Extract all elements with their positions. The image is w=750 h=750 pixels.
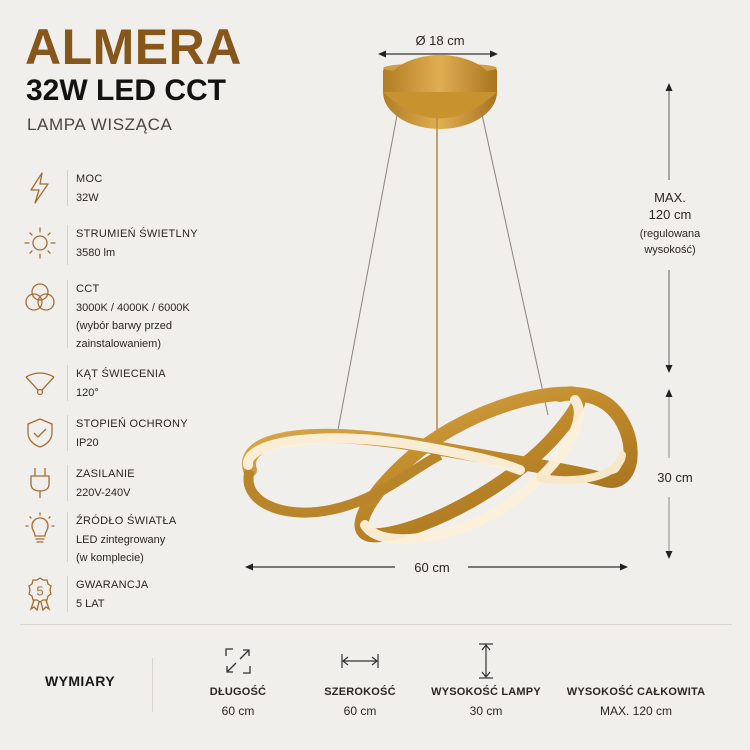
plug-icon (22, 465, 58, 501)
dimensions-title: WYMIARY (45, 673, 115, 689)
dimension-width: SZEROKOŚĆ 60 cm (290, 644, 430, 718)
lamp-height-arrow (665, 389, 673, 559)
max-height-label-1: MAX. (654, 190, 686, 205)
height-arrow-icon (416, 643, 556, 679)
lightning-icon (22, 170, 58, 206)
shield-check-icon (22, 415, 58, 451)
spec-beam-angle: KĄT ŚWIECENIA 120° (22, 365, 242, 405)
max-height-note-1: (regulowana (639, 228, 701, 240)
lamp-height-label: 30 cm (657, 470, 693, 485)
dimension-lamp-height: WYSOKOŚĆ LAMPY 30 cm (416, 643, 556, 718)
expand-diagonal-icon (168, 644, 308, 678)
total-height-icon (566, 644, 706, 678)
warranty-badge-icon: 5 (22, 576, 58, 612)
canopy-diameter-label: Ø 18 cm (415, 33, 465, 48)
svg-text:5: 5 (36, 584, 43, 599)
max-height-label-2: 120 cm (648, 207, 692, 222)
spec-power: MOC 32W (22, 170, 242, 210)
beam-angle-icon (22, 365, 58, 401)
width-label: 60 cm (414, 560, 450, 575)
spec-ip-rating: STOPIEŃ OCHRONY IP20 (22, 415, 242, 455)
width-arrow (245, 563, 628, 571)
spec-power-supply: ZASILANIE 220V-240V (22, 465, 242, 505)
lamp-rings (242, 386, 638, 545)
product-tagline: LAMPA WISZĄCA (27, 115, 173, 134)
spec-light-source: ŹRÓDŁO ŚWIATŁA LED zintegrowany (w kompl… (22, 512, 242, 570)
footer-separator (152, 658, 153, 712)
cct-circles-icon (22, 280, 58, 316)
max-height-arrow (665, 83, 673, 373)
product-title: ALMERA (25, 19, 242, 75)
canopy-diameter-arrow (378, 50, 498, 58)
sun-icon (22, 225, 58, 261)
bulb-icon (22, 512, 58, 548)
width-arrow-icon (290, 644, 430, 678)
dimension-total-height: WYSOKOŚĆ CAŁKOWITA MAX. 120 cm (566, 644, 706, 718)
max-height-note-2: wysokość) (644, 244, 696, 256)
product-subtitle: 32W LED CCT (26, 74, 227, 107)
spec-warranty: 5 GWARANCJA 5 LAT (22, 576, 242, 616)
dimension-length: DŁUGOŚĆ 60 cm (168, 644, 308, 718)
spec-luminous-flux: STRUMIEŃ ŚWIETLNY 3580 lm (22, 225, 242, 265)
lamp-illustration (242, 50, 673, 571)
footer-divider (20, 624, 732, 625)
spec-cct: CCT 3000K / 4000K / 6000K (wybór barwy p… (22, 280, 242, 350)
